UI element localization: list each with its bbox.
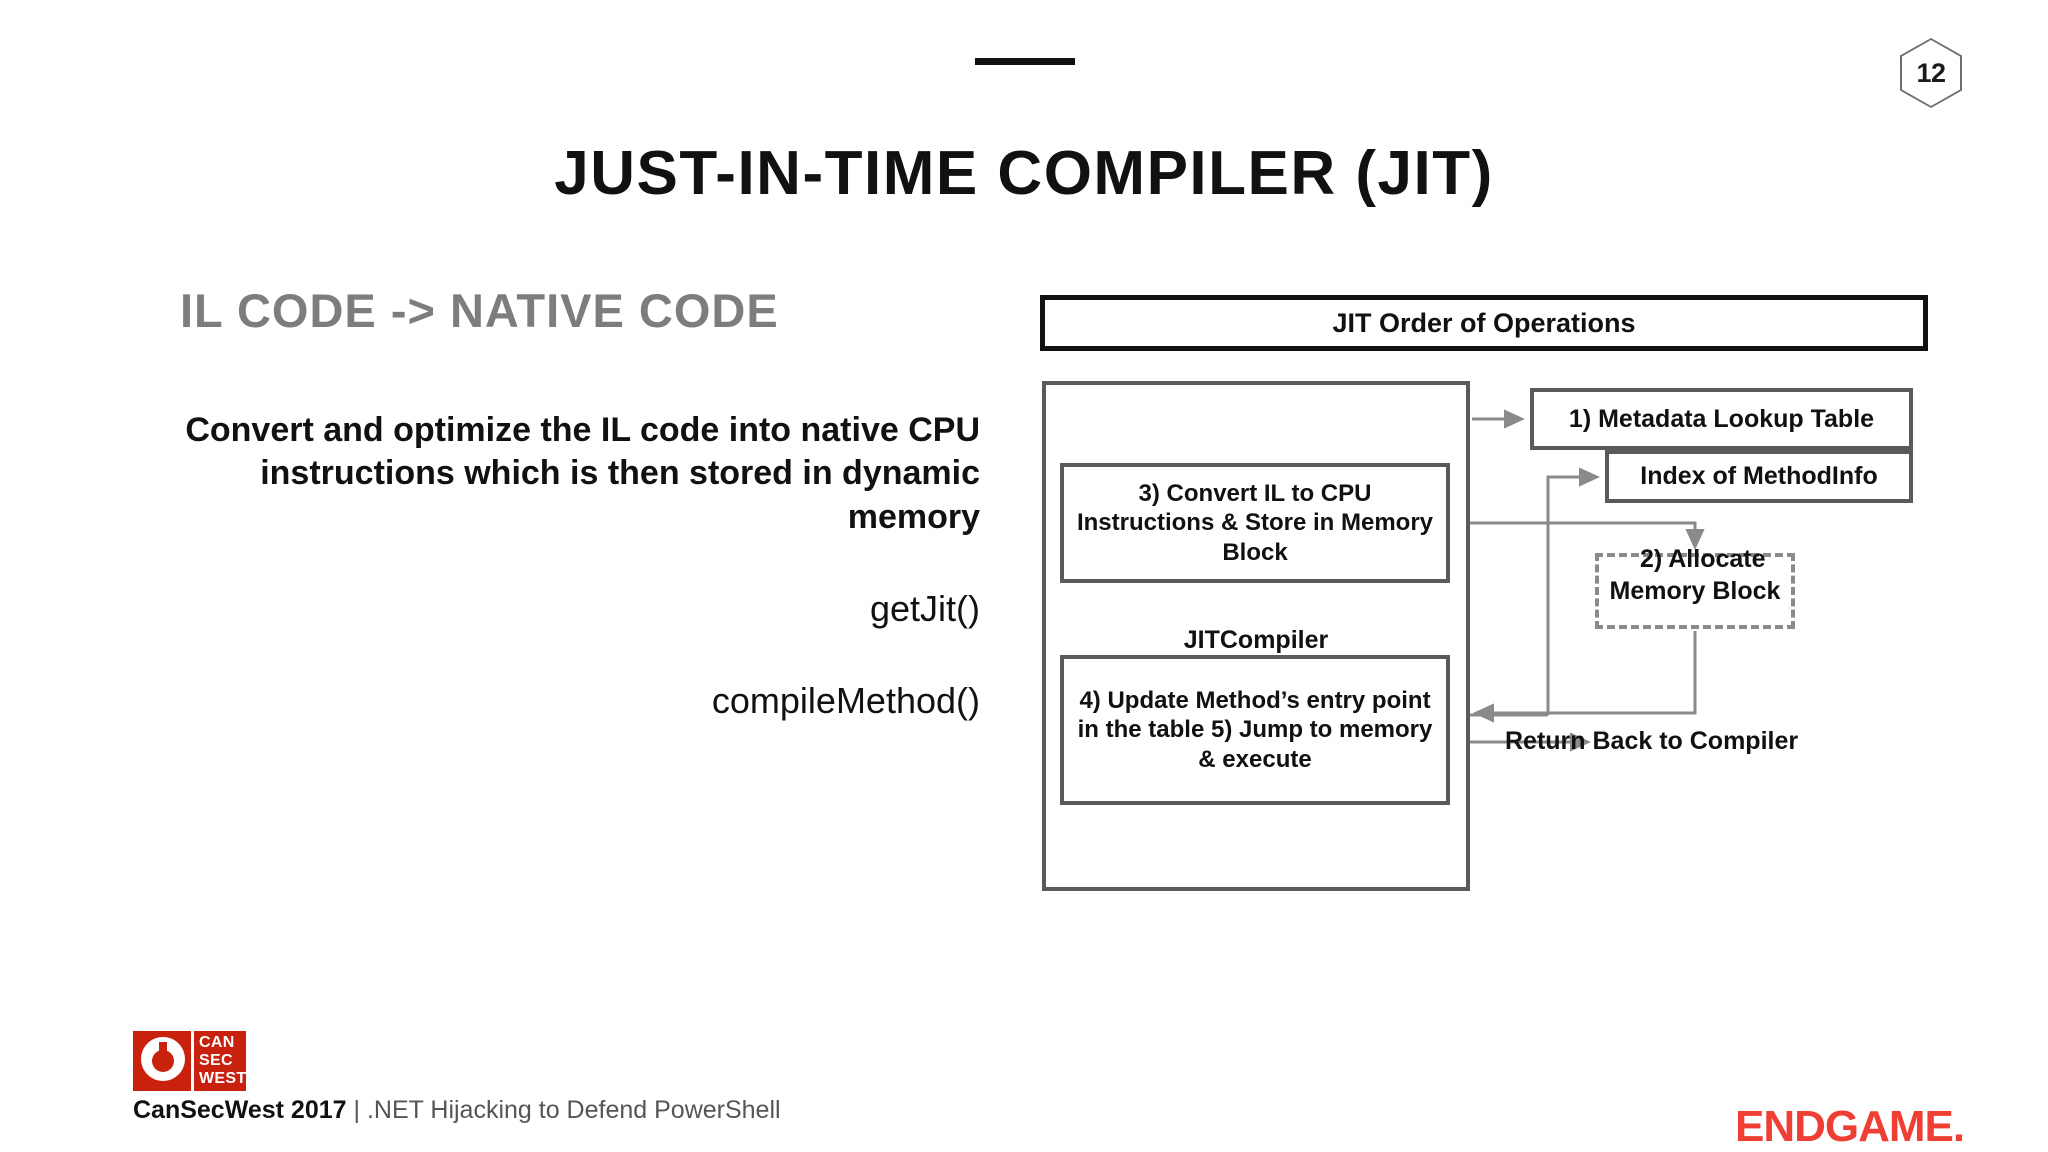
- logo-word-sec: SEC: [199, 1051, 233, 1069]
- title-divider-rule: [975, 58, 1075, 65]
- diagram-label-return-back-to-compiler: Return Back to Compiler: [1505, 727, 1799, 755]
- power-icon-stem: [159, 1042, 167, 1061]
- cansecwest-logo-wordmark: CAN SEC WEST: [191, 1031, 246, 1091]
- power-symbol-icon: [133, 1031, 191, 1091]
- diagram-box-index-of-methodinfo: Index of MethodInfo: [1605, 450, 1913, 503]
- footer-caption: CanSecWest 2017 | .NET Hijacking to Defe…: [133, 1096, 781, 1125]
- api-call-get-jit: getJit(): [869, 588, 980, 630]
- connector-return-back-to-compiler: [1480, 631, 1697, 715]
- diagram-jitcompiler-container: JITCompiler: [1042, 381, 1470, 891]
- api-call-list: getJit() compileMethod(): [180, 591, 980, 719]
- footer-event-name: CanSecWest 2017: [133, 1096, 347, 1124]
- endgame-logo: ENDGAME.: [1735, 1102, 1965, 1151]
- api-call-compile-method: compileMethod(): [711, 680, 980, 722]
- cansecwest-logo: CAN SEC WEST: [133, 1031, 246, 1091]
- footer-talk-title: | .NET Hijacking to Defend PowerShell: [346, 1096, 781, 1124]
- diagram-box-memory-block: Memory Block: [1595, 553, 1795, 629]
- diagram-label-allocate: 2) Allocate: [1640, 545, 1766, 573]
- diagram-jitcompiler-label: JITCompiler: [1183, 626, 1329, 655]
- left-content-column: IL CODE -> NATIVE CODE Convert and optim…: [180, 285, 980, 719]
- diagram-box-convert-il: 3) Convert IL to CPU Instructions & Stor…: [1060, 463, 1450, 583]
- connector-convert-to-allocate-segment: [1452, 521, 1697, 545]
- logo-word-west: WEST: [199, 1070, 247, 1088]
- diagram-header-box: JIT Order of Operations: [1040, 295, 1928, 351]
- slide-footer: CAN SEC WEST CanSecWest 2017 | .NET Hija…: [0, 1030, 2048, 1151]
- connector-to-index-methodinfo: [1546, 467, 1600, 715]
- section-heading: IL CODE -> NATIVE CODE: [180, 284, 779, 337]
- body-paragraph: Convert and optimize the IL code into na…: [185, 410, 980, 536]
- page-number-badge: 12: [1900, 38, 1962, 108]
- logo-word-can: CAN: [199, 1033, 235, 1051]
- page-title: JUST-IN-TIME COMPILER (JIT): [554, 138, 1494, 208]
- diagram-box-metadata-lookup-table: 1) Metadata Lookup Table: [1530, 388, 1913, 450]
- power-icon-ring: [152, 1050, 174, 1072]
- diagram-box-update-method: 4) Update Method’s entry point in the ta…: [1060, 655, 1450, 805]
- page-number-label: 12: [1916, 57, 1946, 88]
- jit-order-of-operations-diagram: JIT Order of Operations JITCompiler 3) C…: [1040, 295, 1970, 925]
